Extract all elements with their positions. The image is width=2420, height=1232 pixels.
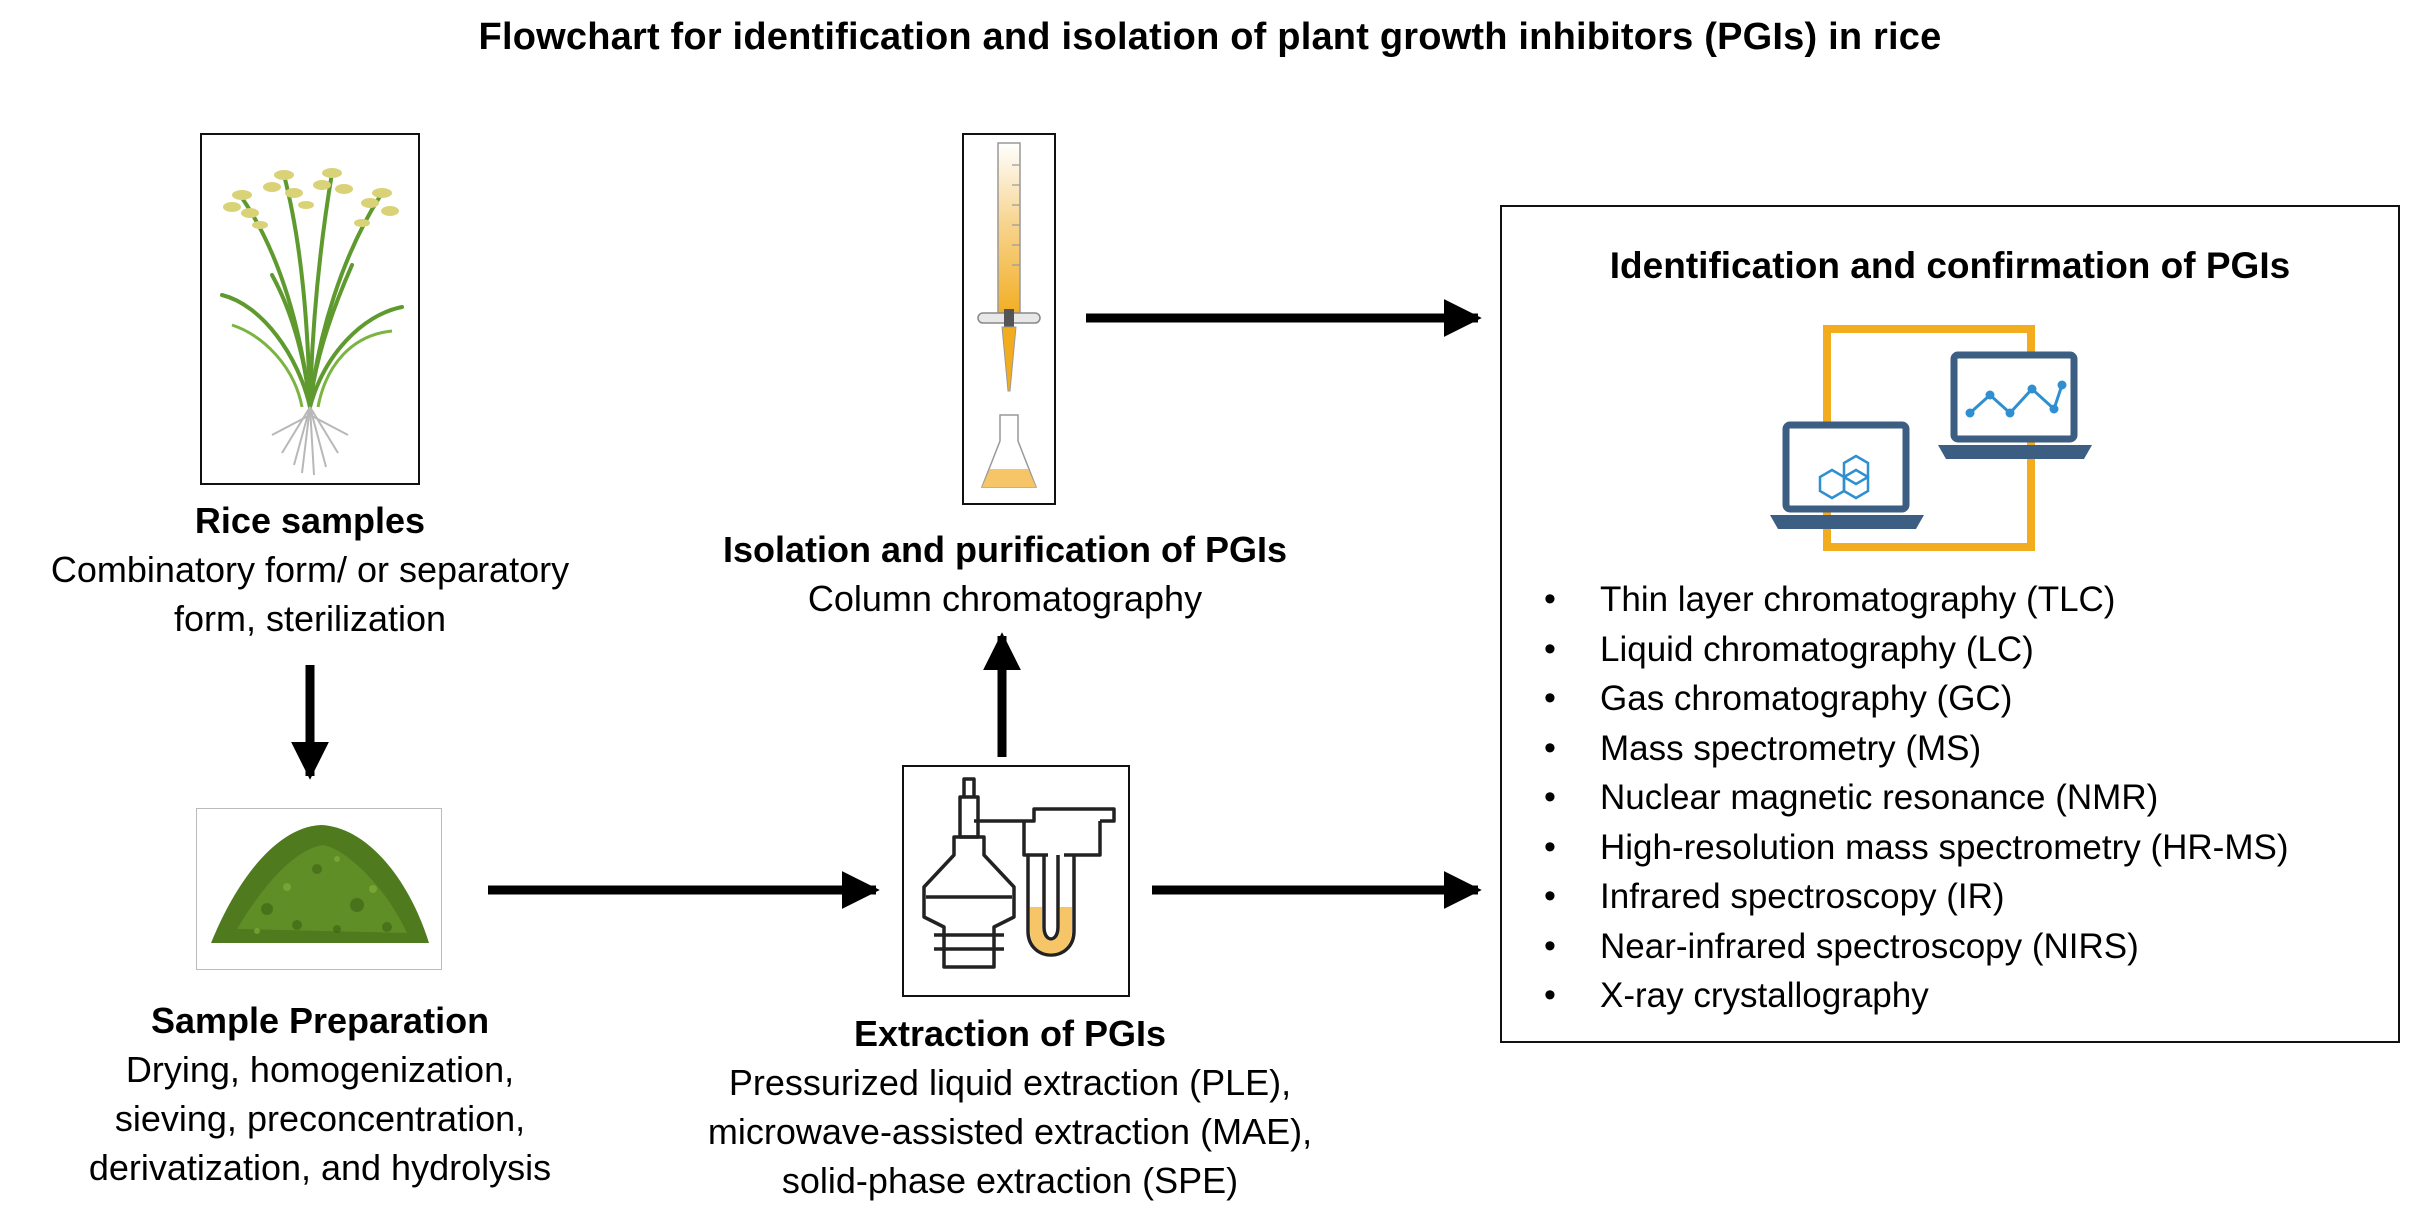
- sample-preparation-line-2: sieving, preconcentration,: [114, 1098, 526, 1139]
- rice-plant-icon: [220, 168, 404, 476]
- list-item: Mass spectrometry (MS): [1544, 724, 2288, 774]
- isolation-line-1: Column chromatography: [807, 578, 1203, 619]
- chromatography-column-icon: [977, 142, 1041, 488]
- laptop-molecule-icon: [1770, 421, 1924, 529]
- rice-samples-line-1: Combinatory form/ or separatory: [50, 549, 570, 590]
- extraction-apparatus-icon: [922, 777, 1116, 969]
- laptops-illustration: [1770, 325, 2092, 551]
- list-item: Infrared spectroscopy (IR): [1544, 872, 2288, 922]
- isolation-heading: Isolation and purification of PGIs: [722, 529, 1288, 570]
- powder-icon: [211, 825, 429, 943]
- extraction-apparatus-image: [902, 765, 1130, 997]
- sample-preparation-line-1: Drying, homogenization,: [125, 1049, 515, 1090]
- identification-heading: Identification and confirmation of PGIs: [1609, 245, 2291, 286]
- list-item: Thin layer chromatography (TLC): [1544, 575, 2288, 625]
- rice-samples-line-2: form, sterilization: [173, 598, 447, 639]
- extraction-line-2: microwave-assisted extraction (MAE),: [707, 1111, 1313, 1152]
- list-item: Nuclear magnetic resonance (NMR): [1544, 773, 2288, 823]
- powder-image: [196, 808, 442, 970]
- extraction-line-1: Pressurized liquid extraction (PLE),: [728, 1062, 1292, 1103]
- sample-preparation-line-3: derivatization, and hydrolysis: [88, 1147, 552, 1188]
- list-item: High-resolution mass spectrometry (HR-MS…: [1544, 823, 2288, 873]
- rice-samples-heading: Rice samples: [194, 500, 426, 541]
- chromatography-column-image: [962, 133, 1056, 505]
- list-item: X-ray crystallography: [1544, 971, 2288, 1021]
- identification-panel: Identification and confirmation of PGIs …: [1500, 205, 2400, 1043]
- identification-methods-list: Thin layer chromatography (TLC) Liquid c…: [1544, 575, 2288, 1021]
- list-item: Near-infrared spectroscopy (NIRS): [1544, 922, 2288, 972]
- list-item: Liquid chromatography (LC): [1544, 625, 2288, 675]
- extraction-heading: Extraction of PGIs: [853, 1013, 1167, 1054]
- rice-plant-image: [200, 133, 420, 485]
- list-item: Gas chromatography (GC): [1544, 674, 2288, 724]
- laptop-chart-icon: [1938, 351, 2092, 459]
- sample-preparation-heading: Sample Preparation: [150, 1000, 490, 1041]
- figure-title: Flowchart for identification and isolati…: [478, 16, 1942, 58]
- extraction-line-3: solid-phase extraction (SPE): [781, 1160, 1239, 1201]
